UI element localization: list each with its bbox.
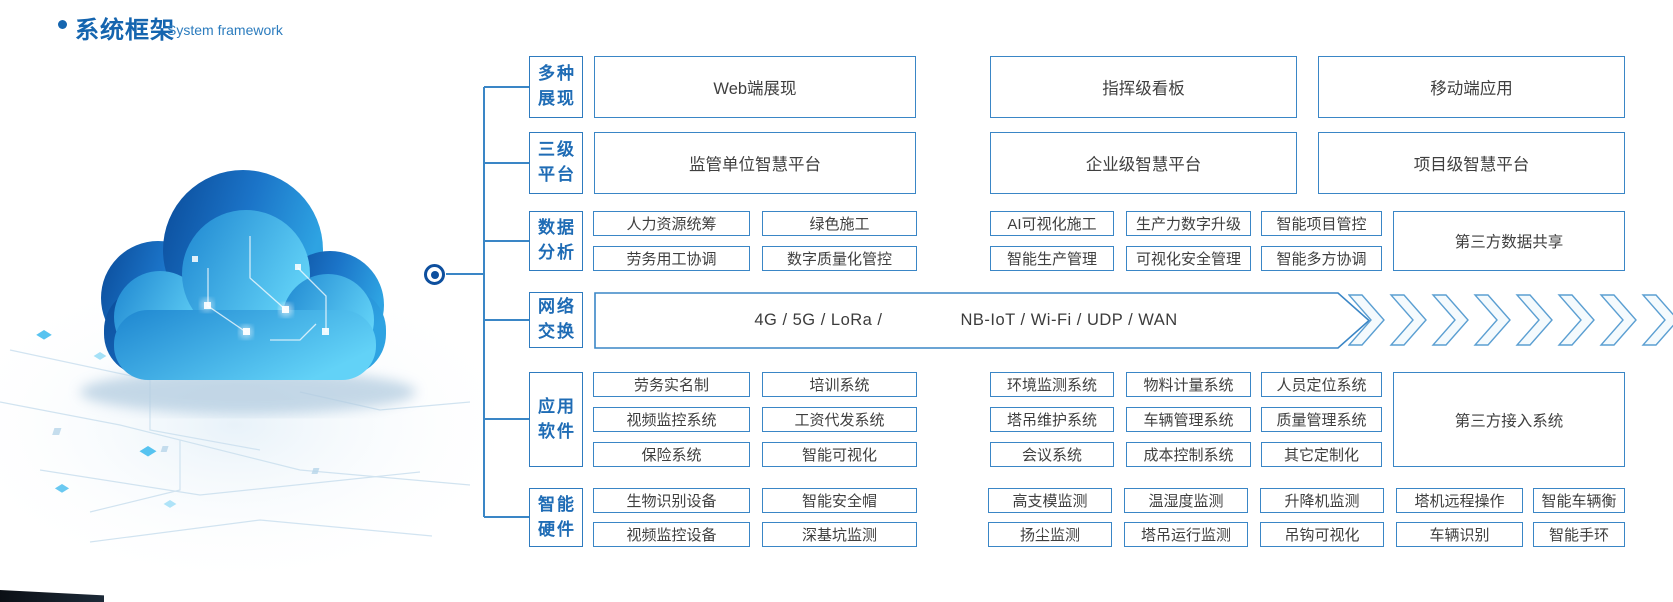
box-software-item: 会议系统 — [990, 442, 1114, 467]
box-hardware-item: 智能车辆衡 — [1533, 488, 1625, 513]
connector-stub — [484, 86, 529, 88]
box-software-item: 质量管理系统 — [1261, 407, 1382, 432]
box-data-item: 人力资源统筹 — [593, 211, 750, 236]
box-software-item: 成本控制系统 — [1126, 442, 1251, 467]
box-supervision-platform: 监管单位智慧平台 — [594, 132, 916, 194]
cloud-node-icon — [424, 264, 445, 285]
network-protocols: 4G / 5G / LoRa / NB-IoT / Wi-Fi / UDP / … — [594, 292, 1338, 348]
box-third-party-access: 第三方接入系统 — [1393, 372, 1625, 467]
connector-stub — [484, 516, 529, 518]
box-project-platform: 项目级智慧平台 — [1318, 132, 1625, 194]
box-data-item: 智能生产管理 — [990, 246, 1114, 271]
connector-stub — [484, 418, 529, 420]
box-software-item: 环境监测系统 — [990, 372, 1114, 397]
page-title: 系统框架 — [75, 17, 175, 44]
box-hardware-item: 塔吊运行监测 — [1124, 522, 1248, 547]
page-subtitle: System framework — [167, 22, 283, 38]
box-software-item: 其它定制化 — [1261, 442, 1382, 467]
box-software-item: 智能可视化 — [762, 442, 917, 467]
box-software-item: 视频监控系统 — [593, 407, 750, 432]
connector-stub — [484, 319, 529, 321]
row-label-line: 交换 — [538, 322, 576, 341]
box-hardware-item: 车辆识别 — [1396, 522, 1523, 547]
box-software-item: 工资代发系统 — [762, 407, 917, 432]
row-label-line: 软件 — [538, 421, 576, 441]
row-label-hardware: 智能 硬件 — [529, 488, 583, 547]
box-software-item: 车辆管理系统 — [1126, 407, 1251, 432]
connector-line — [446, 273, 484, 275]
box-data-item: AI可视化施工 — [990, 211, 1114, 236]
box-hardware-item: 智能安全帽 — [762, 488, 917, 513]
row-label-software: 应用 软件 — [529, 372, 583, 467]
box-data-item: 劳务用工协调 — [593, 246, 750, 271]
network-protocols-right: NB-IoT / Wi-Fi / UDP / WAN — [960, 310, 1178, 329]
row-label-platform: 三级 平台 — [529, 132, 583, 194]
box-data-item: 生产力数字升级 — [1126, 211, 1251, 236]
box-hardware-item: 深基坑监测 — [762, 522, 917, 547]
box-software-item: 保险系统 — [593, 442, 750, 467]
box-hardware-item: 扬尘监测 — [988, 522, 1112, 547]
chevron-arrows-icon — [1348, 294, 1673, 346]
box-software-item: 塔吊维护系统 — [990, 407, 1114, 432]
box-data-item: 智能项目管控 — [1261, 211, 1382, 236]
box-command-dashboard: 指挥级看板 — [990, 56, 1297, 118]
box-data-item: 数字质量化管控 — [762, 246, 917, 271]
box-hardware-item: 升降机监测 — [1260, 488, 1384, 513]
connector-stub — [484, 162, 529, 164]
row-label-line: 多种 — [538, 64, 576, 84]
row-label-line: 平台 — [538, 165, 576, 184]
box-hardware-item: 温湿度监测 — [1124, 488, 1248, 513]
box-web-display: Web端展现 — [594, 56, 916, 118]
row-label-display: 多种 展现 — [529, 56, 583, 118]
network-protocols-left: 4G / 5G / LoRa / — [754, 310, 883, 329]
box-data-item: 绿色施工 — [762, 211, 917, 236]
box-third-party-data: 第三方数据共享 — [1393, 211, 1625, 271]
row-label-line: 展现 — [538, 89, 576, 108]
box-software-item: 物料计量系统 — [1126, 372, 1251, 397]
cloud-illustration — [0, 170, 500, 590]
box-software-item: 劳务实名制 — [593, 372, 750, 397]
box-hardware-item: 高支模监测 — [988, 488, 1112, 513]
connector-stub — [484, 240, 529, 242]
box-hardware-item: 智能手环 — [1533, 522, 1625, 547]
box-hardware-item: 塔机远程操作 — [1396, 488, 1523, 513]
box-hardware-item: 视频监控设备 — [593, 522, 750, 547]
box-data-item: 可视化安全管理 — [1126, 246, 1251, 271]
row-label-data: 数据 分析 — [529, 211, 583, 271]
row-label-network: 网络 交换 — [529, 292, 583, 348]
connector-trunk — [483, 87, 485, 517]
row-label-line: 应用 — [538, 396, 576, 416]
box-enterprise-platform: 企业级智慧平台 — [990, 132, 1297, 194]
cloud-glow-squares — [192, 256, 329, 339]
box-software-item: 培训系统 — [762, 372, 917, 397]
box-data-item: 智能多方协调 — [1261, 246, 1382, 271]
title-bullet-icon — [58, 20, 67, 29]
row-label-line: 三级 — [538, 140, 576, 160]
row-label-line: 硬件 — [538, 519, 576, 539]
box-software-item: 人员定位系统 — [1261, 372, 1382, 397]
row-label-line: 智能 — [538, 494, 576, 514]
row-label-line: 分析 — [538, 243, 576, 262]
cloud-front-layer — [114, 210, 376, 380]
row-label-line: 数据 — [538, 218, 576, 238]
box-mobile-app: 移动端应用 — [1318, 56, 1625, 118]
box-hardware-item: 生物识别设备 — [593, 488, 750, 513]
network-arrow-bar — [594, 292, 1371, 349]
box-hardware-item: 吊钩可视化 — [1260, 522, 1384, 547]
row-label-line: 网络 — [538, 297, 576, 317]
